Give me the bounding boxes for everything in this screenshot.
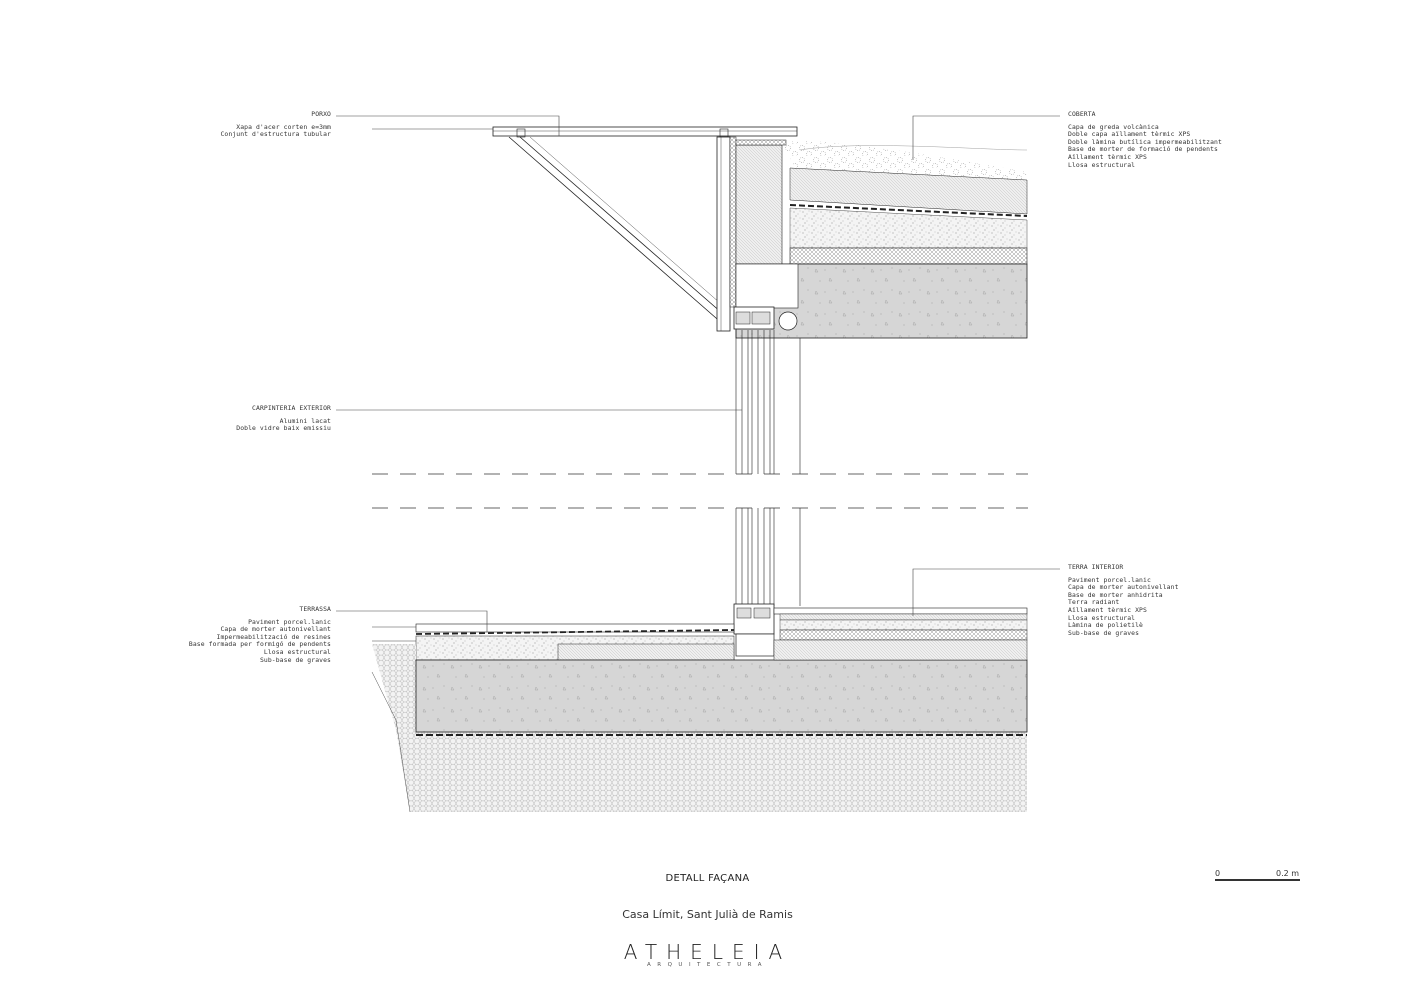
- annotation-line: Aïllament tèrmic XPS: [1068, 152, 1147, 161]
- annotation-line: Llosa estructural: [1068, 160, 1136, 169]
- annotation-carpinteria: CARPINTERIA EXTERIOR Alumini lacat Doble…: [236, 404, 331, 433]
- annotation-line: Paviment porcel.lanic: [248, 617, 331, 626]
- leader-lines: [336, 115, 1060, 642]
- terrace-section: [371, 623, 1028, 813]
- break-lines: [372, 473, 1028, 509]
- annotation-line: Llosa estructural: [263, 647, 331, 656]
- interior-floor-section: [773, 607, 1028, 661]
- annotation-line: Impermeabilització de resines: [216, 632, 331, 641]
- roof-section: [735, 139, 1028, 339]
- annotation-line: Alumini lacat: [279, 416, 331, 425]
- annotation-line: Doble làmina butílica impermeabilitzant: [1068, 137, 1222, 146]
- annotation-line: Paviment porcel.lanic: [1068, 575, 1151, 584]
- annotation-line: Capa de morter autonivellant: [220, 625, 331, 634]
- annotation-line: Sub-base de graves: [1068, 628, 1140, 637]
- drawing-caption: DETALL FAÇANA: [665, 873, 750, 884]
- annotation-title: COBERTA: [1068, 110, 1096, 118]
- annotation-coberta: COBERTA Capa de greda volcànica Doble ca…: [1068, 110, 1222, 169]
- annotation-title: PORXO: [311, 110, 331, 118]
- annotation-porxo: PORXO Xapa d'acer corten e=3mm Conjunt d…: [220, 110, 331, 139]
- annotation-line: Base de morter de formació de pendents: [1068, 145, 1219, 154]
- brand-subtitle: ARQUITECTURA: [647, 962, 768, 968]
- brand-logo: ATHELEIA: [623, 940, 792, 964]
- annotation-title: TERRASSA: [299, 605, 331, 613]
- annotation-line: Aïllament tèrmic XPS: [1068, 605, 1147, 614]
- porch-structure: [492, 126, 798, 332]
- annotation-line: Doble vidre baix emissiu: [236, 424, 331, 433]
- scale-label-end: 0.2 m: [1276, 869, 1300, 878]
- annotation-line: Llosa estructural: [1068, 613, 1136, 622]
- annotation-line: Làmina de polietilè: [1068, 621, 1144, 630]
- annotation-line: Doble capa aïllament tèrmic XPS: [1068, 130, 1191, 139]
- annotation-line: Conjunt d'estructura tubular: [220, 130, 331, 139]
- annotation-line: Xapa d'acer corten e=3mm: [236, 122, 331, 131]
- annotation-line: Base de morter anhidrita: [1068, 590, 1163, 599]
- annotation-title: CARPINTERIA EXTERIOR: [252, 404, 331, 412]
- project-name: Casa Límit, Sant Julià de Ramis: [622, 908, 793, 921]
- scale-bar: [1215, 879, 1300, 881]
- annotation-title: TERRA INTERIOR: [1068, 563, 1124, 571]
- window-frame: [733, 306, 801, 657]
- scale-label-start: 0: [1215, 869, 1221, 878]
- annotation-line: Capa de morter autonivellant: [1068, 583, 1179, 592]
- annotation-terra-interior: TERRA INTERIOR Paviment porcel.lanic Cap…: [1068, 563, 1179, 637]
- annotation-line: Capa de greda volcànica: [1068, 122, 1159, 131]
- annotation-line: Base formada per formigó de pendents: [188, 640, 331, 649]
- annotation-terrassa: TERRASSA Paviment porcel.lanic Capa de m…: [188, 605, 331, 664]
- annotation-line: Sub-base de graves: [259, 655, 331, 664]
- annotation-line: Terra radiant: [1068, 598, 1120, 607]
